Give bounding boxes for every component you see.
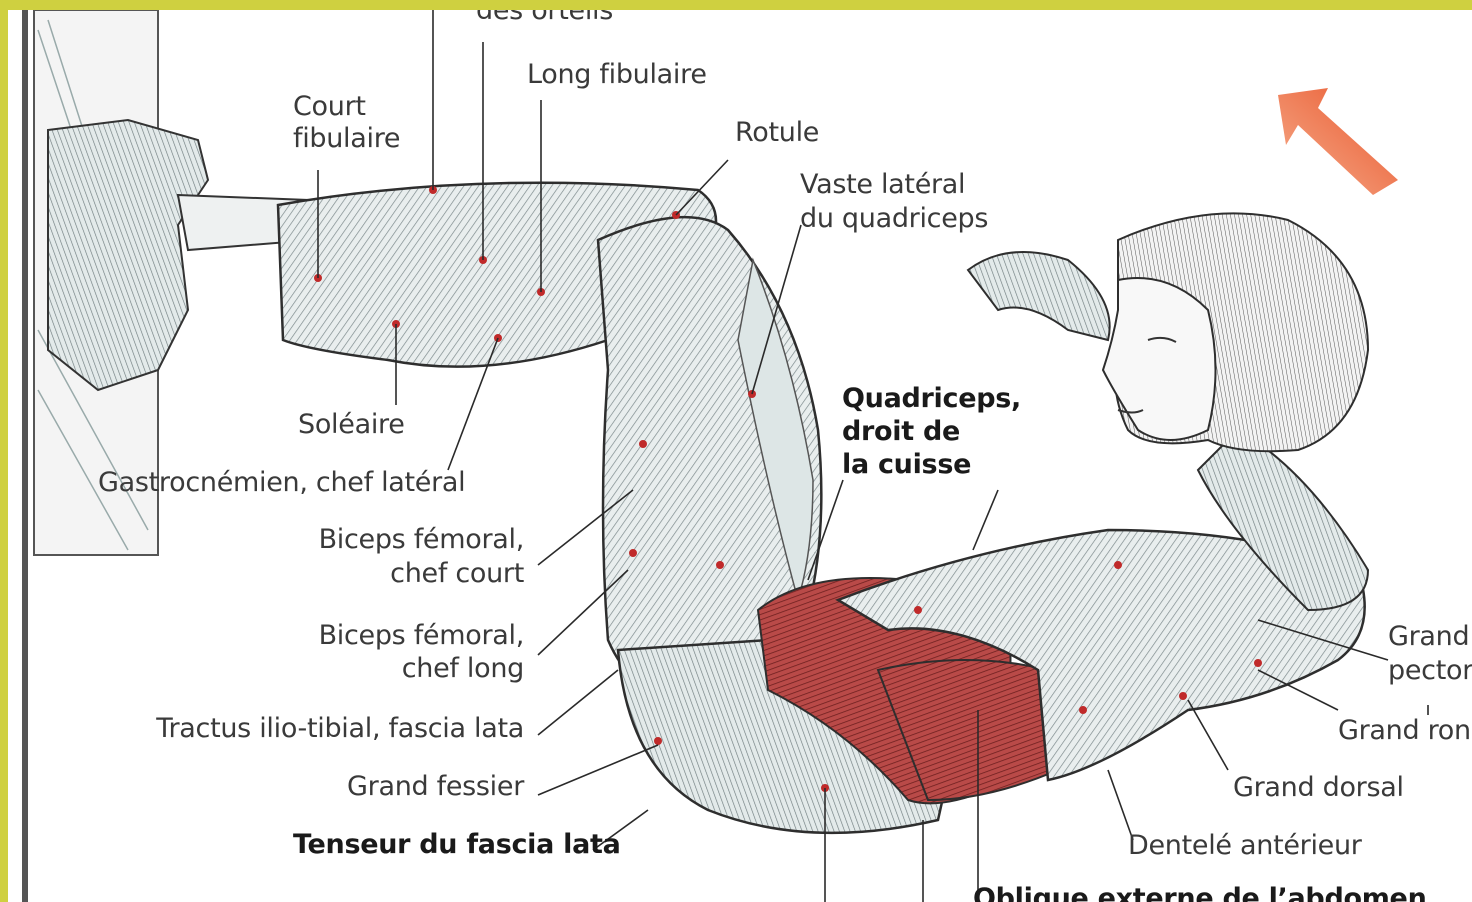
label-biceps-long-1: Biceps fémoral, (319, 619, 524, 652)
label-long-fibulaire: Long fibulaire (527, 58, 707, 91)
label-grand-rond: Grand ron (1338, 714, 1471, 747)
feet (48, 120, 313, 390)
label-court-fibulaire-1: Court (293, 90, 366, 123)
label-gastrocnemien: Gastrocnémien, chef latéral (98, 466, 465, 499)
label-vaste-2: du quadriceps (800, 202, 988, 235)
label-rotule: Rotule (735, 116, 819, 149)
arrow-icon (1278, 88, 1398, 195)
label-quadriceps-2: droit de (842, 415, 960, 448)
label-quadriceps-1: Quadriceps, (842, 382, 1021, 415)
label-oblique: Oblique externe de l’abdomen (973, 882, 1427, 902)
label-grand-pectoral-1: Grand (1388, 620, 1469, 653)
label-biceps-court-2: chef court (390, 557, 524, 590)
label-grand-dorsal: Grand dorsal (1233, 771, 1404, 804)
head (1103, 213, 1368, 451)
label-tractus: Tractus ilio-tibial, fascia lata (156, 712, 524, 745)
label-court-fibulaire-2: fibulaire (293, 122, 400, 155)
illustration-frame: des orteils Long fibulaire Court fibulai… (8, 10, 1472, 902)
label-grand-fessier: Grand fessier (347, 770, 524, 803)
label-grand-pectoral-2: pectora (1388, 654, 1472, 687)
label-tenseur: Tenseur du fascia lata (293, 828, 621, 861)
label-dentele: Dentelé antérieur (1128, 829, 1362, 862)
label-quadriceps-3: la cuisse (842, 448, 971, 481)
label-vaste-1: Vaste latéral (800, 168, 965, 201)
label-soleaire: Soléaire (298, 408, 405, 441)
label-extenseur-orteils: des orteils (476, 10, 613, 27)
label-biceps-court-1: Biceps fémoral, (319, 523, 524, 556)
label-biceps-long-2: chef long (402, 652, 524, 685)
